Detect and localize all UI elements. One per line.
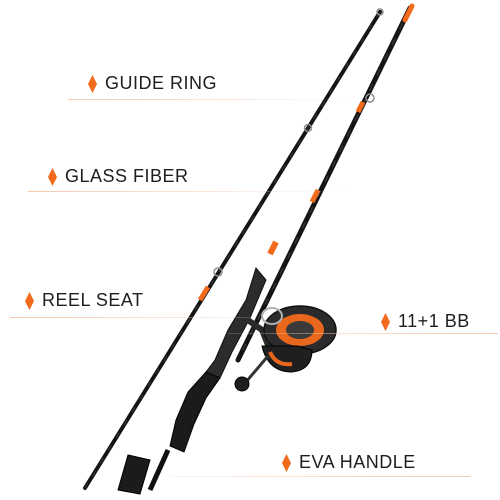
glass-fiber-rule [28, 191, 348, 192]
ferrule-wrap [197, 285, 211, 302]
ferrule-wrap [267, 240, 279, 256]
callout-label: GUIDE RING [105, 73, 218, 93]
callout-guide-ring: GUIDE RING [88, 73, 217, 94]
orange-diamond-icon [48, 167, 57, 186]
guide-wrap [355, 100, 366, 114]
guide-ring-icon [213, 267, 223, 277]
callout-bearings: 11+1 BB [381, 311, 470, 332]
rod-tip [402, 3, 415, 23]
reel-body-accent [268, 351, 293, 367]
left-rod [83, 8, 384, 490]
callout-label: REEL SEAT [42, 290, 144, 310]
guide-wrap [309, 188, 321, 204]
tip-guide-icon [376, 8, 384, 16]
reel-body [261, 345, 313, 373]
callout-reel-seat: REEL SEAT [25, 290, 144, 311]
reel-knob [234, 376, 250, 392]
bearings-rule [228, 333, 498, 334]
eva-handle-rule [170, 476, 470, 477]
reel-handle-arm [244, 355, 270, 383]
callout-eva-handle: EVA HANDLE [282, 452, 416, 473]
reel-seat-rule [10, 317, 255, 318]
orange-diamond-icon [25, 291, 34, 310]
callout-label: 11+1 BB [398, 311, 470, 331]
guide-ring-rule [68, 99, 353, 100]
callout-label: GLASS FIBER [65, 166, 189, 186]
orange-diamond-icon [88, 74, 97, 93]
orange-diamond-icon [381, 312, 390, 331]
callout-label: EVA HANDLE [299, 452, 416, 472]
guide-ring-icon [303, 123, 313, 133]
right-rod [117, 3, 415, 495]
guide-ring-icon [365, 93, 375, 103]
spinning-reel [234, 305, 337, 392]
orange-diamond-icon [282, 453, 291, 472]
butt-grip [117, 454, 151, 495]
callout-glass-fiber: GLASS FIBER [48, 166, 189, 187]
eva-handle [169, 371, 221, 453]
